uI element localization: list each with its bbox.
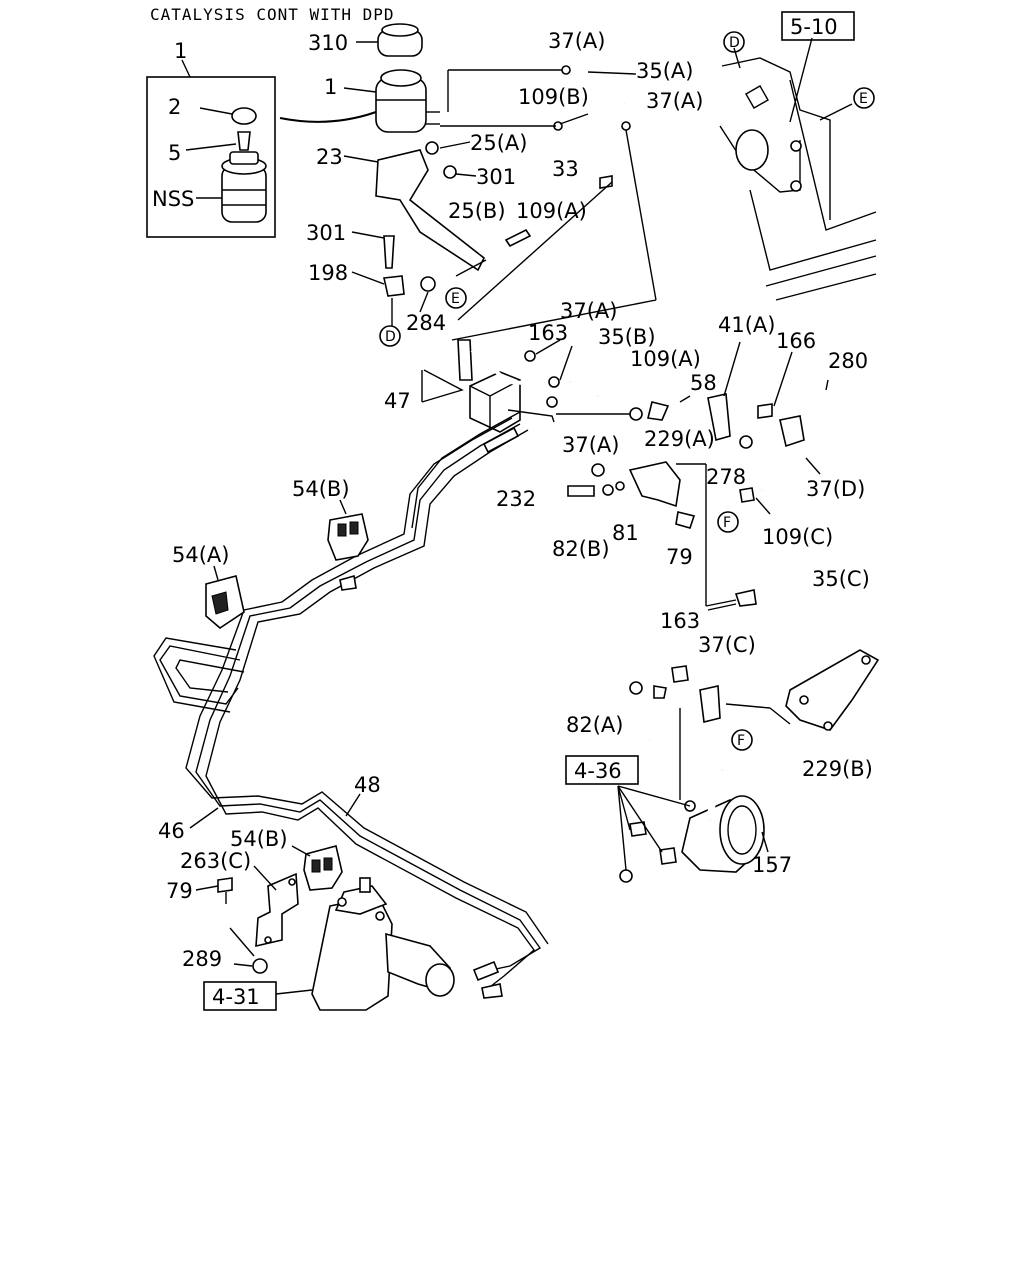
ref-label-4-36: 4-36 xyxy=(574,759,622,783)
ref-box-4-36 xyxy=(565,755,639,785)
cap-part xyxy=(231,107,257,125)
marker-d-mid-circle xyxy=(379,325,401,347)
nut-289-part xyxy=(252,958,268,974)
ref-box-4-31 xyxy=(203,981,277,1011)
callout-82b: 82(B) xyxy=(552,537,610,561)
callout-301-lower: 301 xyxy=(306,221,346,245)
callout-54a: 54(A) xyxy=(172,543,229,567)
marker-d-top: D xyxy=(729,35,740,51)
callout-280: 280 xyxy=(828,349,868,373)
ref-label-5-10: 5-10 xyxy=(790,15,838,39)
pressure-lines xyxy=(153,411,549,999)
clamp-58-part xyxy=(707,393,731,442)
callout-37a-mid: 37(A) xyxy=(560,299,617,323)
callout-35c: 35(C) xyxy=(812,567,870,591)
callout-284: 284 xyxy=(406,311,446,335)
reservoir-assembly xyxy=(279,23,532,326)
marker-e-mid-circle xyxy=(445,287,467,309)
marker-f-low: F xyxy=(737,733,745,749)
callout-37c: 37(C) xyxy=(698,633,756,657)
callout-166: 166 xyxy=(776,329,816,353)
bracket-229a xyxy=(485,458,737,607)
callout-5: 5 xyxy=(168,141,181,165)
marker-f-mid-circle xyxy=(717,511,739,533)
marker-f-low-circle xyxy=(731,729,753,751)
callout-301-upper: 301 xyxy=(476,165,516,189)
callout-109a-top: 109(A) xyxy=(516,199,587,223)
callout-37d: 37(D) xyxy=(806,477,865,501)
valve-assembly-47 xyxy=(421,339,630,433)
callout-37a-top: 37(A) xyxy=(548,29,605,53)
callout-nss: NSS xyxy=(152,187,194,211)
filter-part xyxy=(237,131,251,151)
bracket-229b-part xyxy=(785,649,880,731)
callout-289: 289 xyxy=(182,947,222,971)
callout-79-lower: 79 xyxy=(166,879,193,903)
callout-48: 48 xyxy=(354,773,381,797)
reservoir-kit-box xyxy=(146,76,276,238)
callout-25a: 25(A) xyxy=(470,131,527,155)
clamp-54b-lower xyxy=(291,845,343,891)
callout-229b: 229(B) xyxy=(802,757,873,781)
diagram-title: CATALYSIS CONT WITH DPD xyxy=(150,5,395,24)
callout-81: 81 xyxy=(612,521,639,545)
callout-310: 310 xyxy=(308,31,348,55)
nut-284-part xyxy=(420,276,436,292)
callout-23: 23 xyxy=(316,145,343,169)
marker-f-mid: F xyxy=(723,515,731,531)
callout-37a-top2: 37(A) xyxy=(646,89,703,113)
callout-229a: 229(A) xyxy=(644,427,715,451)
marker-d-top-circle xyxy=(723,31,745,53)
upper-hoses xyxy=(440,65,657,341)
reservoir-group xyxy=(146,59,276,238)
callout-263c: 263(C) xyxy=(180,849,251,873)
callout-41a: 41(A) xyxy=(718,313,775,337)
bolt-301-part xyxy=(383,235,395,269)
callout-232: 232 xyxy=(496,487,536,511)
frame-section xyxy=(719,37,877,301)
callout-54b-upper: 54(B) xyxy=(292,477,350,501)
callout-2: 2 xyxy=(168,95,181,119)
callout-1-group: 1 xyxy=(174,39,187,63)
callout-157: 157 xyxy=(752,853,792,877)
reservoir-nss-part xyxy=(221,151,267,223)
right-hoses xyxy=(629,341,831,515)
marker-e-mid: E xyxy=(451,291,460,307)
steering-gearbox xyxy=(275,877,455,1011)
ref-label-4-31: 4-31 xyxy=(212,985,260,1009)
callout-1: 1 xyxy=(324,75,337,99)
marker-e-top-circle xyxy=(853,87,875,109)
clamp-54b-upper xyxy=(327,499,369,561)
bracket-263c xyxy=(195,865,299,974)
callout-109c: 109(C) xyxy=(762,525,833,549)
nut-278-part xyxy=(739,435,753,449)
callout-47: 47 xyxy=(384,389,411,413)
callout-163-lower: 163 xyxy=(660,609,700,633)
callout-35a: 35(A) xyxy=(636,59,693,83)
callout-82a: 82(A) xyxy=(566,713,623,737)
callout-58: 58 xyxy=(690,371,717,395)
marker-d-mid: D xyxy=(385,329,396,345)
callout-33: 33 xyxy=(552,157,579,181)
callout-109b: 109(B) xyxy=(518,85,589,109)
pump-assembly xyxy=(617,586,880,883)
ref-box-5-10 xyxy=(781,11,855,41)
clamp-54a xyxy=(205,565,245,630)
clamp-37c-part xyxy=(699,685,721,723)
callout-37a-low: 37(A) xyxy=(562,433,619,457)
bolt-79-lower-part xyxy=(217,877,233,893)
reservoir-bracket-part xyxy=(375,149,486,272)
marker-e-top: E xyxy=(859,91,868,107)
callout-79-upper: 79 xyxy=(666,545,693,569)
clip-198-part xyxy=(383,275,405,297)
callout-163-upper: 163 xyxy=(528,321,568,345)
callout-278: 278 xyxy=(706,465,746,489)
callout-46: 46 xyxy=(158,819,185,843)
callout-109a-mid: 109(A) xyxy=(630,347,701,371)
callout-35b: 35(B) xyxy=(598,325,656,349)
callout-198: 198 xyxy=(308,261,348,285)
callout-25b: 25(B) xyxy=(448,199,506,223)
callout-54b-lower: 54(B) xyxy=(230,827,288,851)
